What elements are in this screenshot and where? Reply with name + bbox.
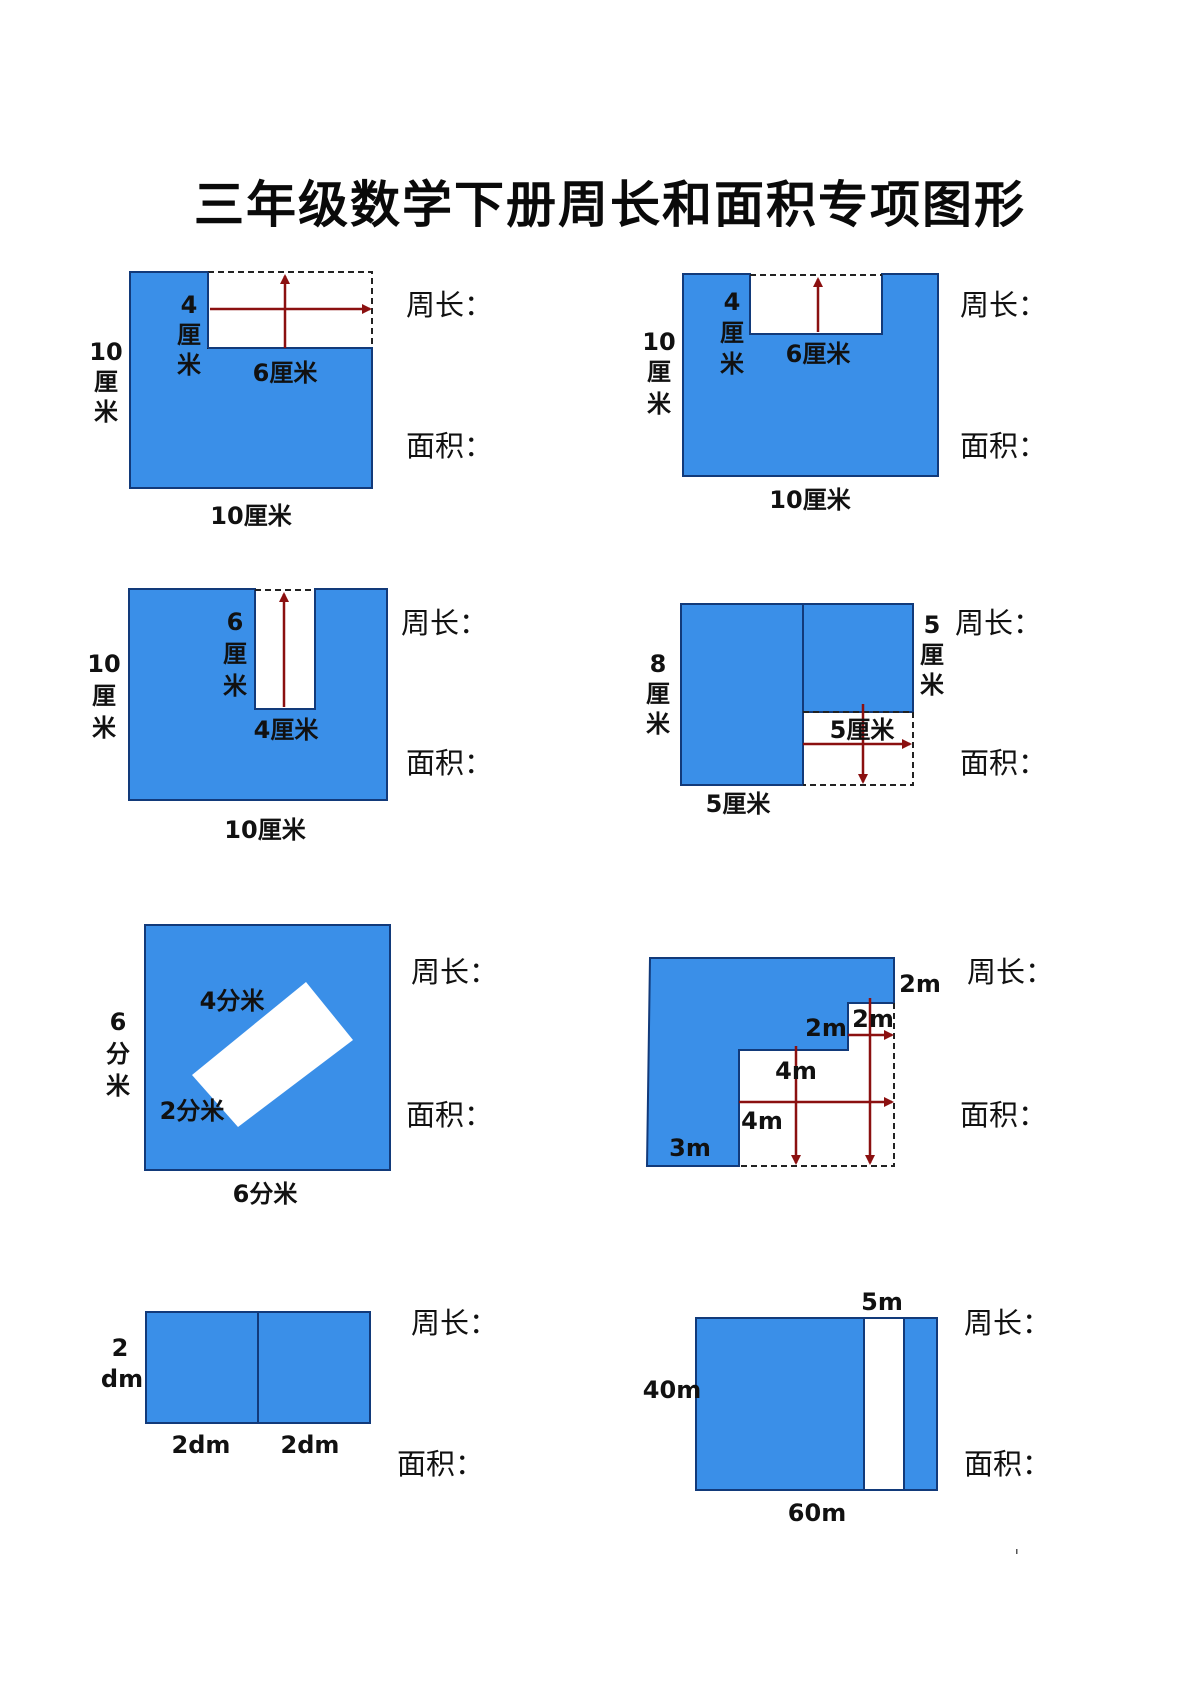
dim-left: 2 [112,1334,129,1362]
dim-bottom-left: 3m [669,1134,711,1162]
svg-text:米: 米 [223,672,247,700]
area-prompt: 面积： [964,1447,1051,1481]
perimeter-prompt: 周长： [960,288,1047,322]
area-prompt: 面积： [406,1098,493,1132]
figure-4: 8 厘 米 5 厘 米 5厘米 5厘米 周长： 面积： [646,603,1047,818]
area-prompt: 面积： [406,746,493,780]
shape-slot-notch [128,588,388,801]
perimeter-prompt: 周长： [411,955,498,989]
speck [1016,1549,1018,1554]
dim-top-right: 2m [899,970,941,998]
perimeter-prompt: 周长： [411,1306,498,1340]
page-title: 三年级数学下册周长和面积专项图形 [194,176,1026,234]
dashed-outline [739,1003,895,1167]
perimeter-prompt: 周长： [967,955,1054,989]
dim-inner-horizontal: 4m [775,1057,817,1085]
shape-l-notch [129,271,373,489]
dim-step-right: 2m [852,1005,894,1033]
svg-text:厘: 厘 [720,319,744,347]
dim-rect-long: 4分米 [200,987,265,1015]
figure-6: 2m 2m 2m 4m 4m 3m 周长： 面积： [645,955,1054,1167]
figure-3: 10 厘 米 6 厘 米 4厘米 10厘米 周长： 面积： [87,588,493,844]
dim-bottom: 6分米 [233,1180,298,1208]
svg-text:米: 米 [646,710,670,738]
dim-rect-short: 2分米 [160,1097,225,1125]
rotated-rect-hole [192,982,353,1127]
dim-notch-width: 6厘米 [253,359,318,387]
svg-text:米: 米 [177,351,201,379]
svg-text:厘: 厘 [92,682,116,710]
svg-text:米: 米 [647,390,671,418]
dim-left: 10 [642,328,675,356]
figure-5: 6 分 米 4分米 2分米 6分米 周长： 面积： [106,924,498,1208]
perimeter-prompt: 周长： [401,606,488,640]
svg-text:米: 米 [106,1072,130,1100]
dim-left: 10 [89,338,122,366]
svg-text:米: 米 [92,714,116,742]
perimeter-prompt: 周长： [406,288,493,322]
dim-slot-width: 4厘米 [254,716,319,744]
dim-left: 10 [87,650,120,678]
svg-text:厘: 厘 [646,680,670,708]
figure-2: 10 厘 米 4 厘 米 6厘米 10厘米 周长： 面积： [642,273,1047,514]
dim-slot-height: 6 [227,608,244,636]
shape-staircase [645,957,895,1167]
dim-notch-height: 4 [724,288,741,316]
dim-bottom: 60m [788,1499,846,1527]
svg-text:厘: 厘 [647,358,671,386]
area-prompt: 面积： [960,746,1047,780]
dim-bottom: 5厘米 [706,790,771,818]
dim-left: 6 [110,1008,127,1036]
svg-text:米: 米 [920,671,944,699]
dim-bottom: 10厘米 [224,816,305,844]
perimeter-prompt: 周长： [955,606,1042,640]
shape-stepped [680,603,914,786]
svg-text:厘: 厘 [920,641,944,669]
svg-text:米: 米 [94,398,118,426]
dim-cutout-width: 5厘米 [830,716,895,744]
perimeter-prompt: 周长： [964,1306,1051,1340]
svg-text:分: 分 [106,1040,130,1068]
dim-bottom: 10厘米 [210,502,291,530]
svg-text:米: 米 [720,350,744,378]
dim-bottom: 10厘米 [769,486,850,514]
area-prompt: 面积： [406,429,493,463]
dashed-cutout [803,711,914,786]
dim-bottom-left: 2dm [172,1431,231,1459]
svg-text:厘: 厘 [223,640,247,668]
area-prompt: 面积： [960,429,1047,463]
path-strip [863,1317,905,1491]
dim-right: 5 [924,611,941,639]
dim-notch-height: 4 [181,291,198,319]
dim-bottom-right: 2dm [281,1431,340,1459]
svg-text:厘: 厘 [94,368,118,396]
dim-left: 40m [643,1376,701,1404]
figure-1: 10 厘 米 4 厘 米 6厘米 10厘米 周长： 面积： [89,271,493,530]
svg-text:厘: 厘 [177,321,201,349]
dim-strip-width: 5m [861,1288,903,1316]
dim-notch-width: 6厘米 [786,340,851,368]
area-prompt: 面积： [960,1098,1047,1132]
svg-text:dm: dm [101,1365,143,1393]
dim-left: 8 [650,650,667,678]
area-prompt: 面积： [397,1447,484,1481]
dim-inner-vertical: 4m [741,1107,783,1135]
figure-8: 5m 40m 60m 周长： 面积： [643,1288,1051,1527]
figure-7: 2 dm 2dm 2dm 周长： 面积： [101,1306,498,1481]
dim-step-left: 2m [805,1014,847,1042]
